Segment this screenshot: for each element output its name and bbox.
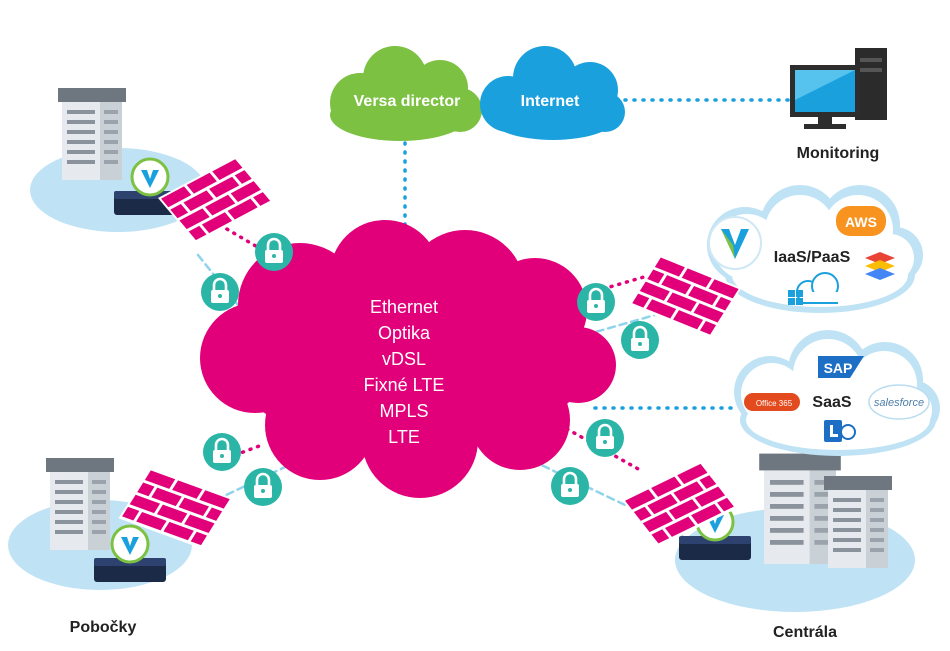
lock-icon: [584, 417, 626, 459]
lock-icon: [199, 271, 241, 313]
svg-text:AWS: AWS: [845, 214, 877, 230]
core-network-cloud[interactable]: Ethernet Optika vDSL Fixné LTE MPLS LTE: [200, 220, 616, 498]
lync-icon: [824, 420, 856, 442]
headquarters-label: Centrála: [773, 624, 837, 641]
iaas-paas-cloud[interactable]: IaaS/PaaS AWS: [707, 185, 923, 313]
lock-icon: [619, 319, 661, 361]
office365-icon: Office 365: [744, 393, 800, 411]
azure-cloud-icon: [788, 272, 840, 305]
lock-icon: [575, 281, 617, 323]
lock-icon: [201, 431, 243, 473]
gcp-stack-icon: [865, 252, 895, 280]
iaas-label: IaaS/PaaS: [774, 249, 851, 266]
monitoring-label: Monitoring: [797, 145, 880, 162]
versa-director-cloud[interactable]: Versa director: [330, 46, 482, 141]
monitoring-computer[interactable]: Monitoring: [790, 48, 887, 162]
lock-icon: [549, 465, 591, 507]
saas-cloud[interactable]: SAP SaaS Office 365 salesforce: [734, 330, 940, 456]
core-item: vDSL: [382, 349, 426, 369]
lock-icon: [242, 466, 284, 508]
salesforce-icon: salesforce: [868, 384, 930, 420]
core-item: Fixné LTE: [364, 375, 445, 395]
versa-director-label: Versa director: [354, 93, 461, 110]
branch-top-left: [30, 88, 206, 232]
svg-text:salesforce: salesforce: [874, 397, 924, 409]
saas-label: SaaS: [812, 394, 851, 411]
core-network-items: Ethernet Optika vDSL Fixné LTE MPLS LTE: [364, 297, 445, 447]
sap-icon: SAP: [818, 356, 864, 378]
core-item: Optika: [378, 323, 431, 343]
lock-icon: [253, 231, 295, 273]
branches-label: Pobočky: [70, 619, 137, 636]
core-item: Ethernet: [370, 297, 438, 317]
svg-text:Office 365: Office 365: [756, 399, 793, 408]
core-item: LTE: [388, 427, 420, 447]
core-item: MPLS: [379, 401, 428, 421]
headquarters: Centrála: [675, 453, 915, 641]
svg-text:SAP: SAP: [824, 360, 853, 376]
aws-icon: AWS: [836, 206, 886, 236]
internet-cloud[interactable]: Internet: [480, 46, 625, 140]
internet-label: Internet: [521, 93, 580, 110]
